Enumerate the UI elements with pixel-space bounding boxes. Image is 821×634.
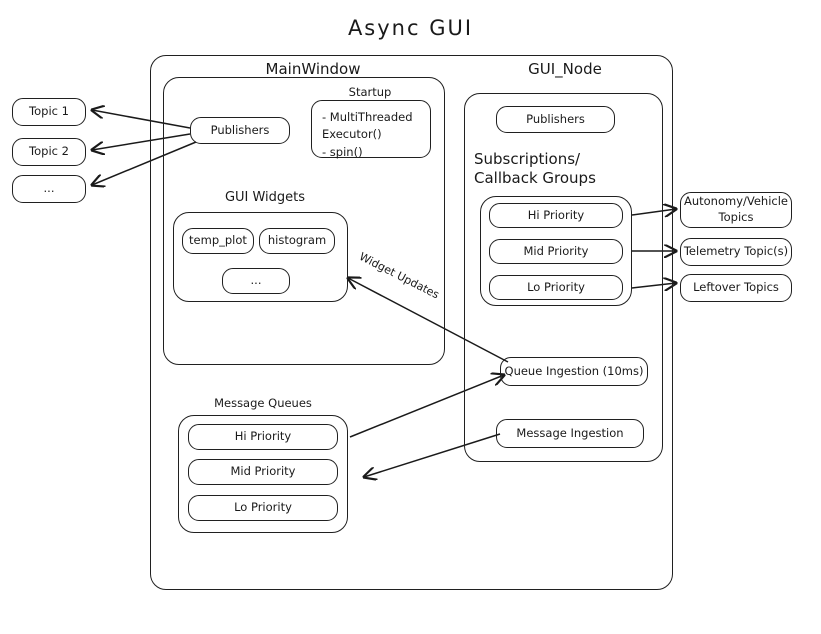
widget-temp-plot: temp_plot (182, 228, 254, 254)
message-queue-mid-label: Mid Priority (230, 464, 296, 479)
queue-ingestion-box: Queue Ingestion (10ms) (500, 357, 648, 386)
message-queue-lo: Lo Priority (188, 495, 338, 521)
callback-group-hi: Hi Priority (489, 203, 623, 228)
mainwindow-label: MainWindow (265, 60, 361, 78)
external-topic-1-label: Topic 1 (29, 104, 69, 119)
external-topic-more-label: ... (43, 181, 55, 196)
ros-topic-autonomy-label: Autonomy/Vehicle Topics (683, 194, 789, 224)
gui-node-label: GUI_Node (528, 60, 602, 78)
callback-group-hi-label: Hi Priority (527, 207, 585, 222)
widget-temp-plot-label: temp_plot (189, 233, 247, 248)
startup-label: Startup (348, 85, 392, 99)
message-ingestion-label: Message Ingestion (516, 425, 624, 440)
message-ingestion-box: Message Ingestion (496, 419, 644, 448)
message-queues-label: Message Queues (214, 396, 312, 410)
message-queue-hi-label: Hi Priority (234, 429, 292, 444)
mainwindow-container (163, 77, 445, 365)
mainwindow-publishers: Publishers (190, 117, 290, 144)
callback-group-mid-label: Mid Priority (523, 243, 589, 258)
widget-histogram-label: histogram (267, 233, 327, 248)
subscriptions-container (480, 196, 632, 306)
mainwindow-publishers-label: Publishers (210, 122, 270, 137)
callback-group-mid: Mid Priority (489, 239, 623, 264)
external-topic-2: Topic 2 (12, 138, 86, 166)
callback-group-lo: Lo Priority (489, 275, 623, 300)
gui-node-publishers-label: Publishers (526, 111, 585, 126)
outer-frame (150, 55, 673, 590)
ros-topic-autonomy: Autonomy/Vehicle Topics (680, 192, 792, 228)
external-topic-1: Topic 1 (12, 98, 86, 126)
widget-histogram: histogram (259, 228, 335, 254)
widget-more: ... (222, 268, 290, 294)
queue-ingestion-label: Queue Ingestion (10ms) (504, 363, 644, 378)
ros-topic-leftover: Leftover Topics (680, 274, 792, 302)
external-topic-2-label: Topic 2 (29, 144, 69, 159)
ros-topic-leftover-label: Leftover Topics (693, 280, 779, 295)
gui-widgets-label: GUI Widgets (224, 190, 306, 205)
message-queue-lo-label: Lo Priority (234, 500, 292, 515)
diagram-title: Async GUI (347, 16, 474, 40)
gui-widgets-container (173, 212, 348, 302)
message-queue-hi: Hi Priority (188, 424, 338, 450)
external-topic-more: ... (12, 175, 86, 203)
callback-group-lo-label: Lo Priority (527, 279, 585, 294)
ros-topic-telemetry: Telemetry Topic(s) (680, 238, 792, 266)
ros-topic-telemetry-label: Telemetry Topic(s) (683, 244, 789, 259)
message-queues-container (178, 415, 348, 533)
subscriptions-label: Subscriptions/ Callback Groups (474, 150, 596, 187)
message-queue-mid: Mid Priority (188, 459, 338, 485)
gui-node-container (464, 93, 663, 462)
startup-box: - MultiThreaded Executor() - spin() (311, 100, 431, 159)
widget-more-label: ... (250, 273, 262, 288)
gui-node-publishers: Publishers (496, 106, 615, 133)
